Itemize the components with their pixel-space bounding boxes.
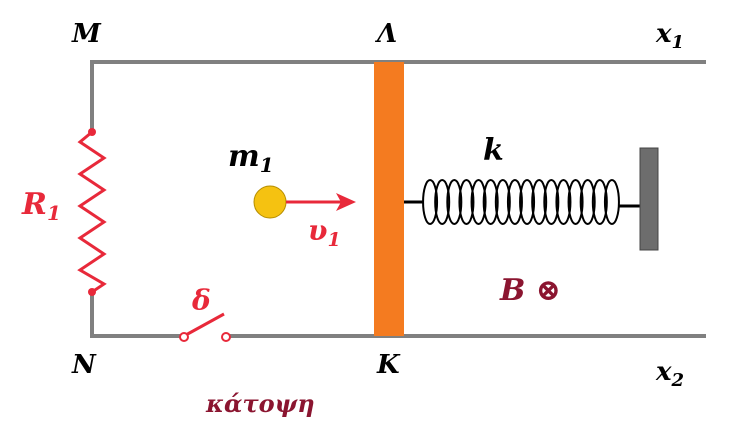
label-M: M: [71, 19, 102, 49]
resistor-r1: [77, 130, 107, 294]
label-v1: υ1: [308, 214, 341, 251]
label-k: k: [483, 133, 504, 168]
label-x1: x1: [655, 19, 684, 53]
switch-terminal-left: [179, 332, 189, 342]
label-R1: R1: [21, 187, 61, 225]
label-x2-sub: 2: [671, 370, 685, 391]
velocity-arrow-head: [336, 193, 356, 211]
label-x2: x2: [655, 357, 684, 391]
label-v1-sub: 1: [327, 229, 340, 251]
spring-coil: [603, 179, 620, 225]
resistor-terminal-top: [88, 128, 96, 136]
label-R1-sub: 1: [47, 201, 61, 225]
label-x1-sub: 1: [672, 32, 685, 53]
spring-coil: [458, 179, 475, 225]
spring-coil: [579, 179, 596, 225]
switch-delta: [183, 312, 225, 338]
switch-terminal-right: [221, 332, 231, 342]
spring-coil: [422, 179, 439, 225]
spring-coil: [591, 179, 608, 225]
spring-coil: [470, 179, 487, 225]
spring-coil: [531, 179, 548, 225]
label-m1: m1: [228, 139, 274, 177]
wall: [639, 147, 659, 251]
spring-coil: [446, 179, 463, 225]
conducting-rod: [374, 62, 404, 336]
spring-coil: [567, 179, 584, 225]
ball-m1: [253, 185, 287, 219]
spring-coil: [434, 179, 451, 225]
spring-coil: [555, 179, 572, 225]
spring-coil: [506, 179, 523, 225]
spring-coil: [494, 179, 511, 225]
label-m1-sub: 1: [260, 153, 274, 177]
spring-coil: [482, 179, 499, 225]
label-delta: δ: [191, 284, 211, 317]
label-N: N: [71, 350, 97, 380]
label-K: K: [376, 350, 401, 380]
spring-coil: [543, 179, 560, 225]
resistor-terminal-bottom: [88, 288, 96, 296]
spring-k: [422, 179, 620, 225]
label-magnetic-field: B ⊗: [499, 273, 561, 308]
spring-coil: [519, 179, 536, 225]
caption: κάτοψη: [205, 389, 315, 418]
label-lambda: Λ: [374, 19, 397, 49]
